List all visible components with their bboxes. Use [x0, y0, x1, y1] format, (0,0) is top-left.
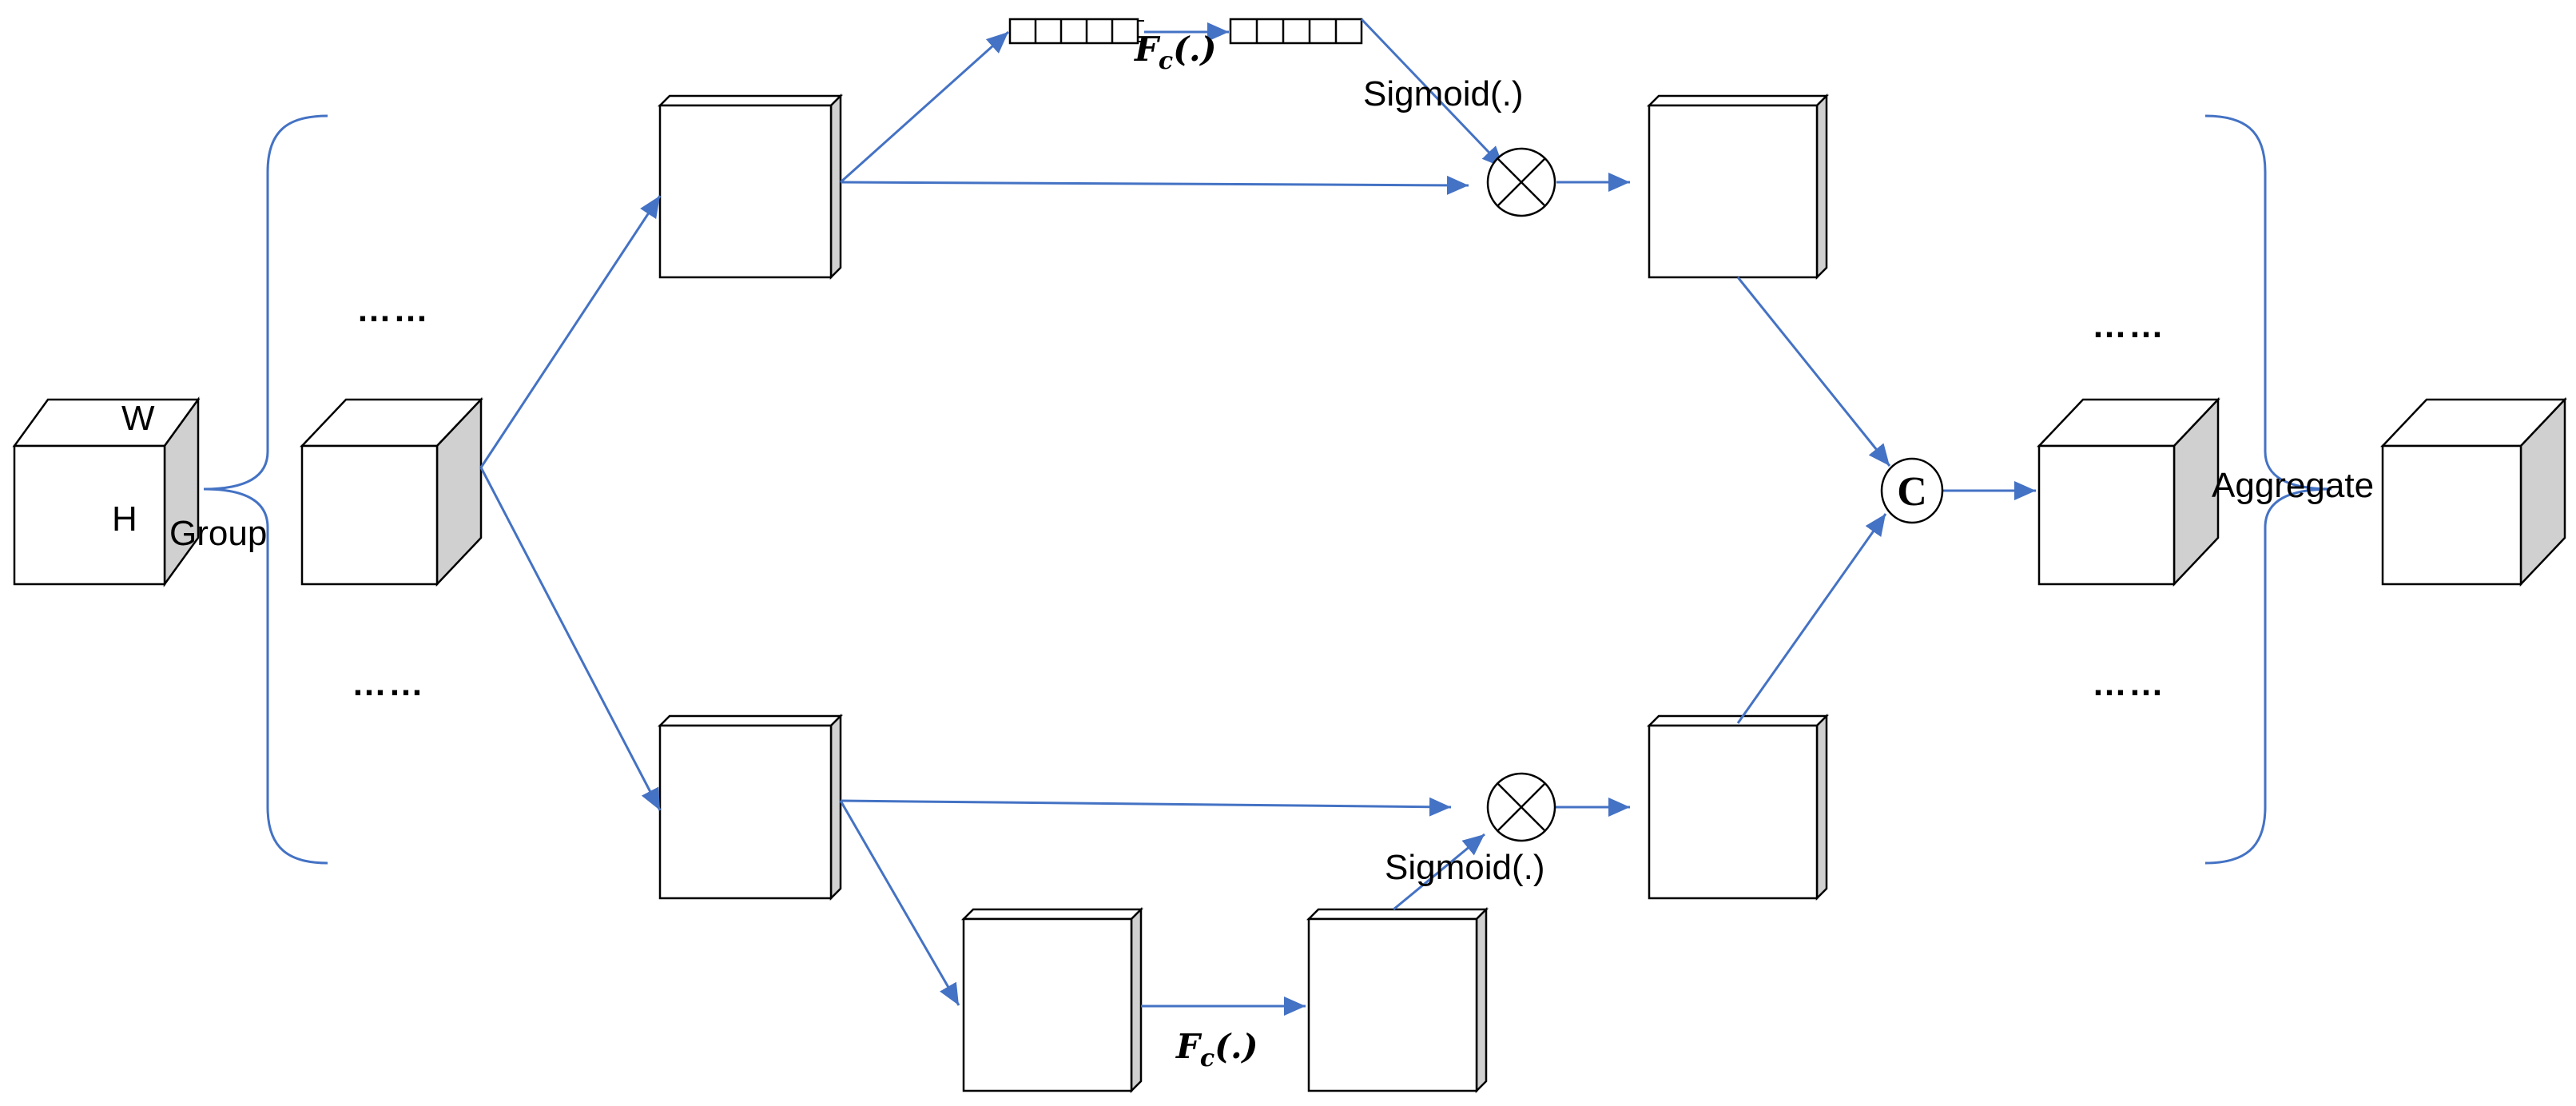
concat-label: C — [1897, 469, 1927, 515]
concat-feature-cube — [2037, 396, 2220, 587]
ellipsis-right-bottom: …… — [2092, 664, 2165, 703]
concat-operator: C — [1880, 457, 1944, 524]
bottom-output-cube — [1646, 713, 1830, 901]
multiply-operator-bottom — [1486, 772, 1556, 842]
ellipsis-left-bottom: …… — [352, 664, 425, 703]
arrow-bottom-to-multiply-bottom — [840, 797, 1452, 817]
arrow-vector-to-multiply-top — [1360, 18, 1505, 169]
top-branch-cube — [657, 93, 844, 280]
ellipsis-left-top: …… — [356, 290, 430, 329]
channel-vector-1 — [1008, 18, 1144, 45]
aggregate-brace — [2204, 114, 2332, 865]
flow-arrows — [479, 18, 2036, 1016]
arrow-top-output-to-concat — [1736, 276, 1891, 467]
fc-bottom-label: Fc(.) — [1175, 1027, 1258, 1072]
height-label: H — [112, 499, 137, 539]
bottom-conv-cube-1 — [960, 906, 1144, 1094]
group-feature-cube — [300, 396, 483, 587]
width-label: W — [121, 399, 155, 438]
group-brace — [203, 114, 328, 865]
sigmoid-top-label: Sigmoid(.) — [1363, 74, 1524, 113]
sigmoid-bottom-label: Sigmoid(.) — [1385, 848, 1545, 887]
output-feature-cube — [2380, 396, 2567, 587]
arrow-top-to-multiply-top — [840, 175, 1469, 195]
arrow-conv2-to-multiply-bottom — [1393, 833, 1485, 911]
input-feature-cube — [12, 396, 201, 587]
ellipsis-right-top: …… — [2092, 306, 2165, 345]
arrow-group-to-top-branch — [479, 195, 662, 468]
arrow-bottom-to-conv1 — [839, 800, 960, 1006]
bottom-conv-cube-2 — [1306, 906, 1489, 1094]
aggregate-label: Aggregate — [2212, 466, 2374, 505]
group-label: Group — [169, 514, 267, 553]
bottom-branch-cube — [657, 713, 844, 901]
fc-top-label: Fc(.) — [1134, 30, 1216, 75]
arrow-group-to-bottom-branch — [479, 467, 662, 811]
arrow-top-to-vector — [839, 30, 1010, 184]
multiply-operator-top — [1486, 147, 1556, 217]
channel-vector-2 — [1229, 18, 1363, 45]
top-output-cube — [1646, 93, 1830, 280]
arrow-bottom-output-to-concat — [1736, 513, 1887, 724]
